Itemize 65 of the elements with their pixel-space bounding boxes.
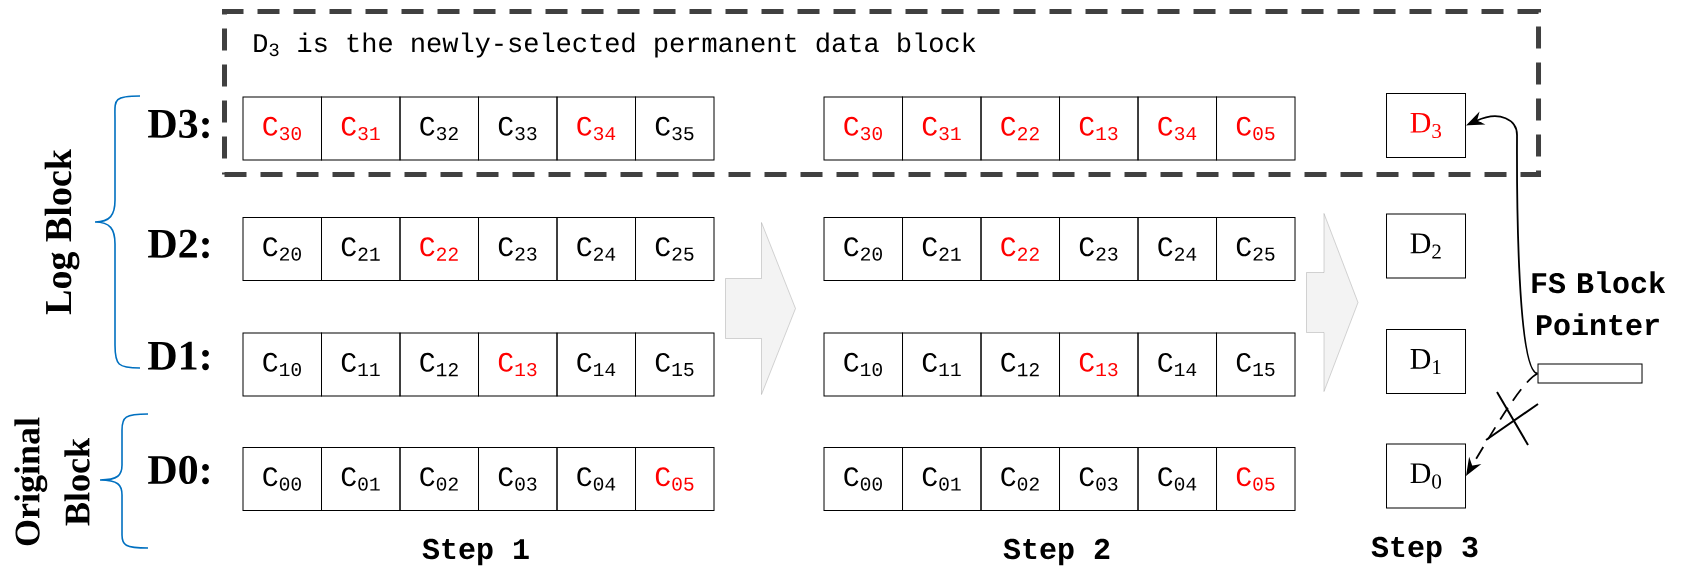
cell: C$_{05}$: [1216, 96, 1296, 161]
cell: C$_{04}$: [1137, 447, 1217, 511]
cell: C$_{23}$: [1059, 217, 1139, 281]
cell: C$_{11}$: [902, 332, 982, 397]
cell: C$_{03}$: [1059, 447, 1139, 511]
cell: C$_{02}$: [980, 447, 1060, 511]
step-label: Step 3: [1371, 536, 1478, 564]
cell: C$_{32}$: [399, 96, 479, 161]
cell: C$_{00}$: [823, 447, 903, 511]
cell: C$_{12}$: [399, 332, 479, 397]
cell: C$_{35}$: [635, 96, 715, 161]
cell: C$_{34}$: [556, 96, 636, 161]
cell: C$_{14}$: [556, 332, 636, 397]
cell: C$_{25}$: [635, 217, 715, 281]
block-box: D$_{0}$: [1386, 443, 1466, 509]
cell: C$_{34}$: [1137, 96, 1217, 161]
group-label: Original Block: [14, 417, 90, 546]
cell: C$_{03}$: [478, 447, 558, 511]
cell: C$_{22}$: [980, 217, 1060, 281]
row-label: D0:: [148, 455, 209, 485]
cell: C$_{22}$: [980, 96, 1060, 161]
cell: C$_{23}$: [478, 217, 558, 281]
step-label: Step 1: [422, 538, 529, 566]
block-box: D$_{2}$: [1386, 213, 1466, 279]
cell: C$_{21}$: [321, 217, 401, 281]
cell: C$_{15}$: [1216, 332, 1296, 397]
cell: C$_{04}$: [556, 447, 636, 511]
row-label: D1:: [148, 341, 209, 371]
cell: C$_{20}$: [823, 217, 903, 281]
cell: C$_{25}$: [1216, 217, 1296, 281]
block-box: D$_{1}$: [1386, 329, 1466, 394]
block-box: D$_{3}$: [1386, 93, 1466, 158]
row-label: D2:: [148, 229, 209, 259]
pointer-box: FS Block Pointer: [1532, 271, 1666, 384]
cell: C$_{30}$: [242, 96, 322, 161]
cell: C$_{21}$: [902, 217, 982, 281]
cell: C$_{13}$: [1059, 96, 1139, 161]
cell: C$_{00}$: [242, 447, 322, 511]
cell: C$_{05}$: [1216, 447, 1296, 511]
cell: C$_{30}$: [823, 96, 903, 161]
cell: C$_{10}$: [242, 332, 322, 397]
cell: C$_{31}$: [321, 96, 401, 161]
cell: C$_{13}$: [1059, 332, 1139, 397]
cell: C$_{10}$: [823, 332, 903, 397]
step-label: Step 2: [1003, 538, 1110, 566]
cell: C$_{20}$: [242, 217, 322, 281]
node-label: FS Block Pointer: [1532, 271, 1666, 336]
cell: C$_{02}$: [399, 447, 479, 511]
cell: C$_{11}$: [321, 332, 401, 397]
cell: C$_{31}$: [902, 96, 982, 161]
cell: C$_{13}$: [478, 332, 558, 397]
cell: C$_{22}$: [399, 217, 479, 281]
cell: C$_{12}$: [980, 332, 1060, 397]
cell: C$_{33}$: [478, 96, 558, 161]
cell: C$_{15}$: [635, 332, 715, 397]
cell: C$_{01}$: [902, 447, 982, 511]
row-label: D3:: [148, 109, 209, 139]
cell: C$_{14}$: [1137, 332, 1217, 397]
cell: C$_{01}$: [321, 447, 401, 511]
step-arrow: [725, 222, 796, 395]
group-label: Log Block: [44, 149, 80, 315]
cell: C$_{24}$: [1137, 217, 1217, 281]
step-arrow: [1306, 213, 1359, 392]
cell: C$_{24}$: [556, 217, 636, 281]
cell: C$_{05}$: [635, 447, 715, 511]
